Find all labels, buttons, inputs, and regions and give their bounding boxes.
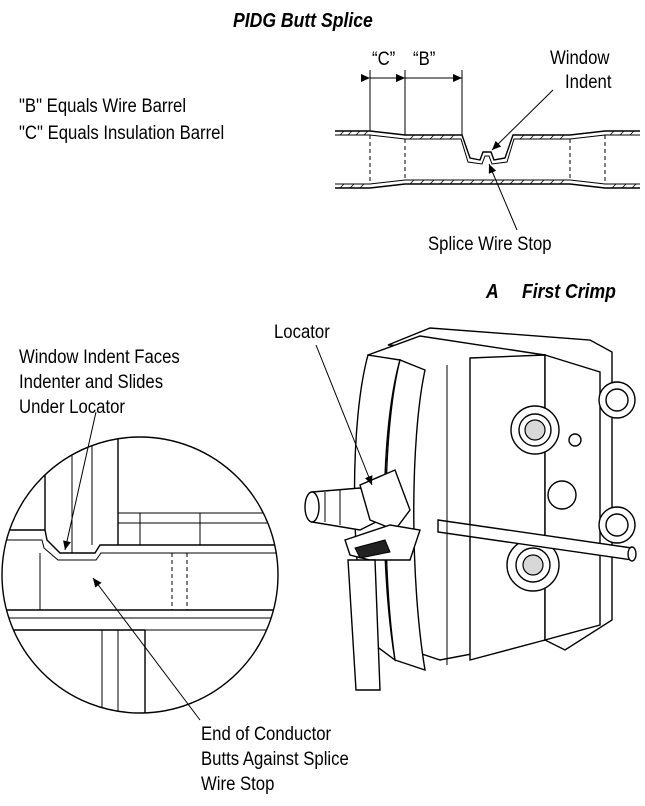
window-indent-label-line1: Window: [550, 48, 610, 69]
legend-b-line: "B" Equals Wire Barrel: [19, 96, 187, 117]
dim-c-label: “C”: [372, 49, 396, 70]
section-letter: A: [486, 281, 499, 303]
end-conductor-label-line3: Wire Stop: [201, 774, 275, 795]
section-name: First Crimp: [522, 281, 616, 303]
splice-wire-stop-label: Splice Wire Stop: [428, 234, 552, 255]
end-conductor-label-line1: End of Conductor: [201, 724, 332, 745]
splice-drawing: [335, 70, 640, 231]
window-faces-label-line1: Window Indent Faces: [19, 347, 180, 368]
crimp-tool-drawing: [304, 327, 637, 691]
window-faces-label-line2: Indenter and Slides: [19, 372, 164, 393]
locator-leader: [315, 344, 373, 486]
window-faces-label-line3: Under Locator: [19, 397, 125, 418]
dim-b-label: “B”: [413, 49, 436, 70]
detail-circle: [1, 411, 279, 721]
end-conductor-label-line2: Butts Against Splice: [201, 749, 349, 770]
legend-c-line: "C" Equals Insulation Barrel: [19, 123, 225, 144]
window-indent-label-line2: Indent: [565, 72, 612, 93]
diagram-title: PIDG Butt Splice: [233, 10, 373, 32]
locator-label: Locator: [274, 322, 330, 343]
